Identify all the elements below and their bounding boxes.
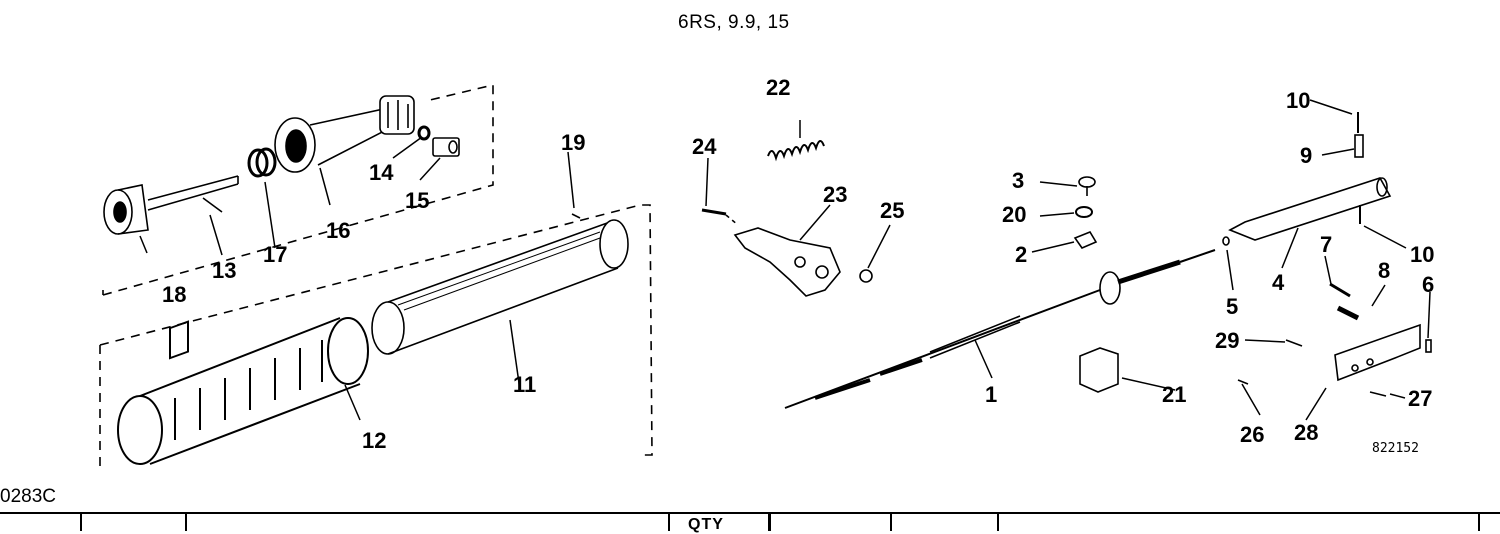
screw-7	[1329, 282, 1351, 298]
callout-10-bottom: 10	[1410, 242, 1434, 267]
callout-4: 4	[1272, 270, 1285, 295]
pin-27	[1369, 391, 1387, 397]
ring-5	[1222, 236, 1230, 246]
callout-labels: 1 2 3 4 5 6 7 8 9 10 10 11 12 13 14 15 1…	[162, 75, 1434, 453]
clamp-2	[1073, 231, 1098, 249]
callout-14: 14	[369, 160, 394, 185]
table-column-divider	[997, 514, 999, 531]
rod-4	[1228, 177, 1392, 241]
pin-13	[202, 197, 223, 213]
knob-18	[103, 175, 239, 235]
nut-25	[859, 269, 873, 283]
callout-3: 3	[1012, 168, 1024, 193]
figure-code: 0283C	[0, 486, 56, 507]
bracket-23	[733, 227, 841, 297]
callout-8: 8	[1378, 258, 1390, 283]
callout-2: 2	[1015, 242, 1027, 267]
washer-14	[417, 125, 431, 141]
spring-8	[1336, 305, 1360, 321]
callout-5: 5	[1226, 294, 1238, 319]
spring-17	[247, 147, 277, 178]
callout-12: 12	[362, 428, 386, 453]
callout-24: 24	[692, 134, 717, 159]
callout-17: 17	[263, 242, 287, 267]
spring-22	[767, 140, 825, 162]
group-frame-upper	[102, 83, 494, 296]
block-21	[1079, 347, 1119, 393]
callout-18: 18	[162, 282, 186, 307]
pin-9	[1354, 134, 1364, 158]
callout-22: 22	[766, 75, 790, 100]
callout-19: 19	[561, 130, 585, 155]
bolt-3	[1078, 176, 1096, 196]
callout-11: 11	[513, 372, 536, 397]
tube-11	[371, 219, 629, 355]
clip-19	[571, 213, 581, 219]
callout-26: 26	[1240, 422, 1264, 447]
diagram-title: 6RS, 9.9, 15	[678, 12, 790, 33]
group-frame-lower	[99, 204, 653, 470]
callout-21: 21	[1162, 382, 1186, 407]
grip-12	[117, 317, 369, 465]
callout-29: 29	[1215, 328, 1239, 353]
pin-29	[1285, 339, 1303, 347]
callout-25: 25	[880, 198, 904, 223]
callout-20: 20	[1002, 202, 1026, 227]
callout-1: 1	[985, 382, 997, 407]
parts-table-header: QTY	[0, 512, 1500, 533]
pin-26	[1237, 379, 1249, 385]
table-column-divider	[668, 514, 670, 531]
pin-6	[1425, 339, 1432, 353]
callout-7: 7	[1320, 232, 1332, 257]
callout-23: 23	[823, 182, 847, 207]
table-column-divider	[185, 514, 187, 531]
cable-1	[784, 249, 1216, 409]
nut-15	[432, 137, 460, 157]
callout-15: 15	[405, 188, 429, 213]
callout-13: 13	[212, 258, 236, 283]
reference-code: 822152	[1372, 441, 1419, 456]
leader-lines	[139, 99, 1431, 421]
washer-20	[1075, 206, 1093, 218]
callout-10-top: 10	[1286, 88, 1310, 113]
callout-6: 6	[1422, 272, 1434, 297]
table-column-divider	[890, 514, 892, 531]
table-column-divider	[80, 514, 82, 531]
lever-28	[1334, 323, 1421, 382]
table-column-divider	[1478, 514, 1480, 531]
callout-27: 27	[1408, 386, 1432, 411]
table-column-divider	[768, 514, 771, 531]
callout-28: 28	[1294, 420, 1318, 445]
callout-9: 9	[1300, 143, 1312, 168]
qty-column-header: QTY	[688, 516, 724, 533]
callout-16: 16	[326, 218, 350, 243]
tube-16	[274, 95, 415, 173]
screw-24	[701, 208, 727, 216]
